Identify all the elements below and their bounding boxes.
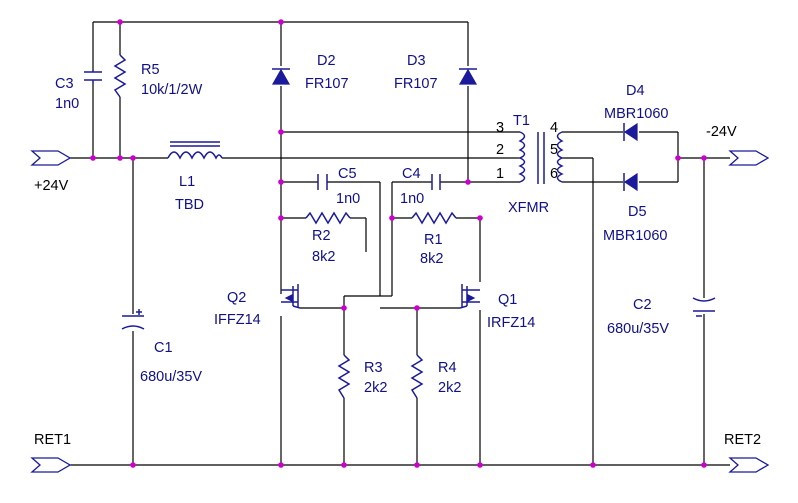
r2-ref: R2 — [312, 228, 331, 244]
d3-value: FR107 — [394, 76, 438, 92]
d4-ref: D4 — [626, 83, 645, 99]
diode-d4-symbol — [623, 122, 638, 142]
c1-value: 680u/35V — [140, 369, 202, 385]
r1-value: 8k2 — [420, 251, 443, 267]
port-vout-symbol — [728, 150, 770, 166]
capacitor-c2-symbol — [692, 297, 716, 317]
c5-value: 1n0 — [336, 191, 360, 207]
t1-pin-2: 2 — [496, 142, 504, 158]
resistor-r4-symbol — [410, 354, 424, 399]
c3-ref: C3 — [55, 76, 74, 92]
capacitor-c1-symbol — [121, 309, 145, 330]
wires — [70, 21, 730, 466]
port-ret2-label: RET2 — [724, 432, 761, 448]
mosfet-q2-symbol — [281, 284, 301, 309]
d4-value: MBR1060 — [604, 106, 668, 122]
diode-d5-symbol — [623, 172, 638, 192]
q2-value: IFFZ14 — [214, 312, 261, 328]
port-ret1-symbol — [30, 457, 72, 473]
l1-value: TBD — [175, 197, 204, 213]
port-vout-label: -24V — [706, 124, 737, 140]
t1-pin-3: 3 — [496, 120, 504, 136]
resistor-r3-symbol — [337, 354, 351, 399]
resistor-r2-symbol — [305, 211, 351, 225]
d2-value: FR107 — [305, 76, 349, 92]
transformer-t1-symbol — [518, 131, 564, 184]
d5-ref: D5 — [628, 204, 647, 220]
r3-value: 2k2 — [364, 380, 387, 396]
c1-ref: C1 — [154, 340, 173, 356]
c2-ref: C2 — [633, 297, 652, 313]
c5-ref: C5 — [338, 166, 357, 182]
r5-ref: R5 — [141, 62, 160, 78]
q2-ref: Q2 — [227, 290, 246, 306]
capacitor-c4-symbol — [431, 174, 441, 190]
mosfet-q1-symbol — [459, 284, 480, 309]
q1-value: IRFZ14 — [487, 315, 535, 331]
r1-ref: R1 — [424, 232, 443, 248]
r5-value: 10k/1/2W — [141, 82, 203, 98]
c2-value: 680u/35V — [607, 321, 669, 337]
t1-pin-1: 1 — [496, 166, 504, 182]
r2-value: 8k2 — [312, 249, 335, 265]
t1-pin-4: 4 — [550, 120, 558, 136]
r3-ref: R3 — [364, 360, 383, 376]
c4-ref: C4 — [402, 166, 421, 182]
c4-value: 1n0 — [400, 191, 424, 207]
junction-dots — [90, 19, 707, 468]
port-vin-symbol — [30, 150, 72, 166]
t1-ref: T1 — [513, 113, 530, 129]
d3-ref: D3 — [407, 53, 426, 69]
t1-pin-5: 5 — [550, 142, 558, 158]
diode-d3-symbol — [458, 68, 478, 85]
inductor-l1-symbol — [167, 141, 223, 160]
capacitor-c3-symbol — [84, 70, 102, 84]
t1-pin-6: 6 — [550, 166, 558, 182]
d2-ref: D2 — [317, 53, 336, 69]
resistor-r1-symbol — [411, 211, 457, 225]
port-ret2-symbol — [728, 457, 770, 473]
port-vin-label: +24V — [34, 178, 69, 194]
diode-d2-symbol — [271, 68, 291, 85]
port-ret1-label: RET1 — [34, 432, 71, 448]
c3-value: 1n0 — [55, 96, 79, 112]
capacitor-c5-symbol — [317, 174, 328, 190]
d5-value: MBR1060 — [603, 228, 667, 244]
r4-ref: R4 — [438, 360, 457, 376]
r4-value: 2k2 — [438, 380, 461, 396]
t1-value: XFMR — [508, 200, 549, 216]
l1-ref: L1 — [179, 174, 195, 190]
resistor-r5-symbol — [113, 54, 127, 98]
q1-ref: Q1 — [498, 292, 517, 308]
